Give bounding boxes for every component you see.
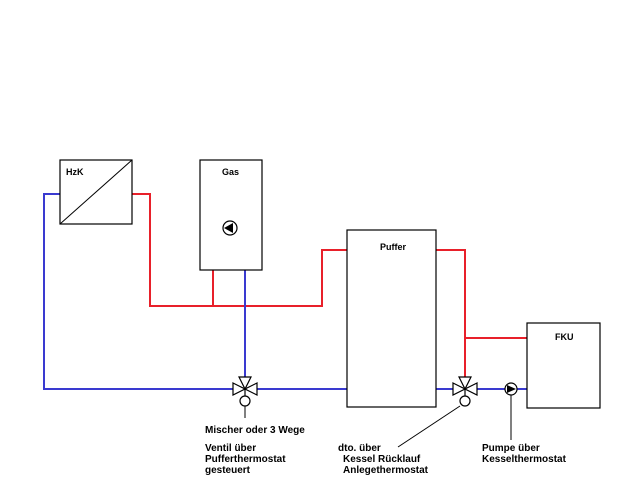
gas-pump-icon: [222, 220, 238, 236]
fku-box: [526, 322, 601, 409]
mixer-note-line-4: gesteuert: [205, 465, 251, 476]
valve-note-line-2: Kessel Rücklauf: [343, 454, 421, 465]
fku-unit: FKU: [526, 322, 601, 409]
fku-pump-icon: [504, 382, 518, 396]
mixer-valve-icon: [232, 376, 258, 407]
hzk-label: HzK: [66, 167, 84, 177]
buffer-tank: Puffer: [346, 229, 437, 408]
pump-note-line-2: Kesselthermostat: [482, 454, 567, 465]
return-valve-annotation: dto. über Kessel Rücklauf Anlegethermost…: [338, 443, 429, 476]
supply-pipes: [132, 193, 527, 378]
buffer-label: Puffer: [380, 242, 407, 252]
valve-note-line-3: Anlegethermostat: [343, 465, 429, 476]
mixer-note-line-2: Ventil über: [205, 443, 256, 454]
leader-lines: [244, 395, 512, 448]
pump-annotation: Pumpe über Kesselthermostat: [482, 443, 567, 465]
mixer-annotation: Mischer oder 3 Wege Ventil über Pufferth…: [205, 425, 305, 476]
hzk-diagonal: [59, 159, 133, 225]
gas-label: Gas: [222, 167, 239, 177]
return-pipe-hzk-to-mixer: [43, 193, 233, 390]
gas-boiler: Gas: [199, 159, 263, 271]
mixer-note-line-3: Pufferthermostat: [205, 454, 286, 465]
pump-note-line-1: Pumpe über: [482, 443, 540, 454]
buffer-box: [346, 229, 437, 408]
gas-box: [199, 159, 263, 271]
leader-return-valve: [397, 405, 461, 448]
fku-label: FKU: [555, 332, 574, 342]
mixer-note-line-1: Mischer oder 3 Wege: [205, 425, 305, 436]
supply-pipe-buffer-to-valve: [436, 249, 466, 378]
valve-note-line-1: dto. über: [338, 443, 381, 454]
supply-pipe-hzk-to-buffer: [132, 193, 347, 307]
hzk-boiler: HzK: [59, 159, 133, 225]
return-valve-icon: [452, 376, 478, 407]
